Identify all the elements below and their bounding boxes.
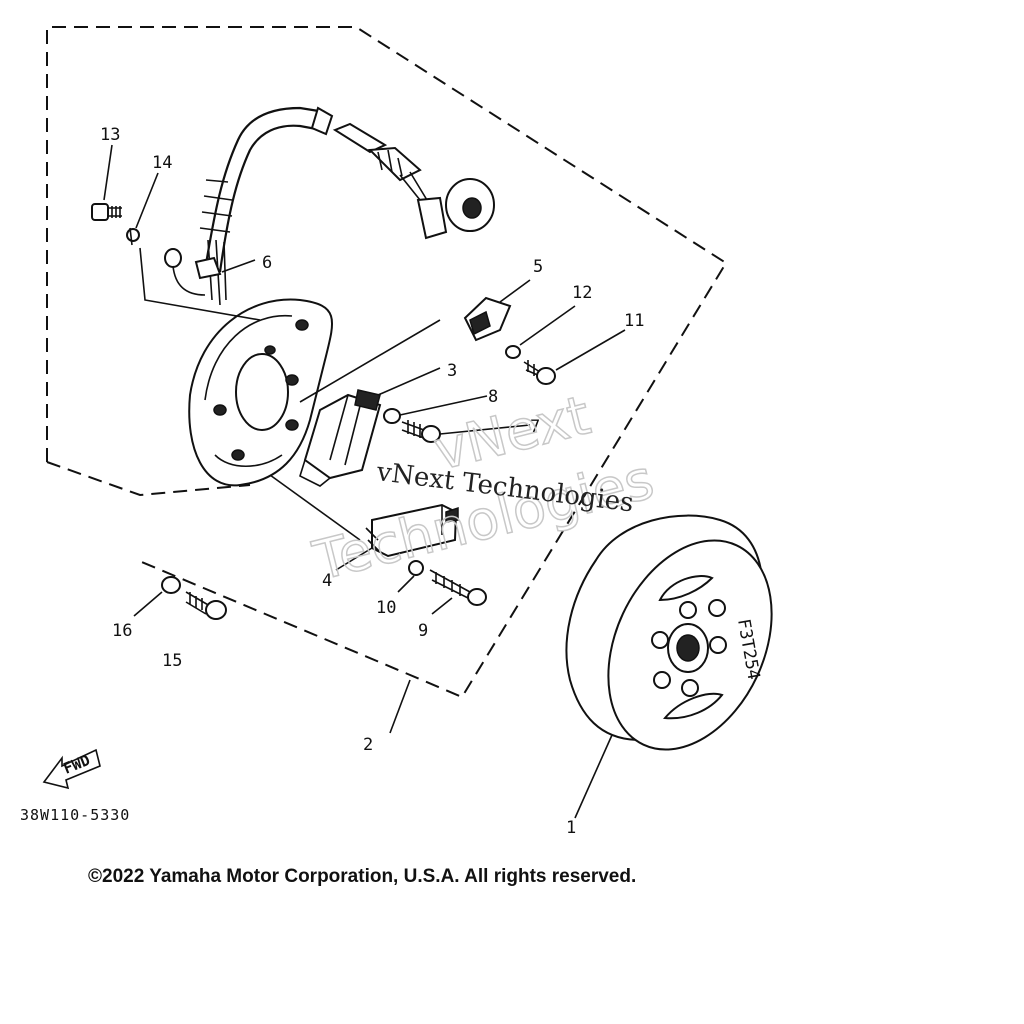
clamp-6 xyxy=(164,248,222,296)
washer-10 xyxy=(408,560,424,576)
part-label-3: 3 xyxy=(447,361,457,381)
part-label-13: 13 xyxy=(100,125,120,145)
part-label-12: 12 xyxy=(572,283,592,303)
part-label-14: 14 xyxy=(152,153,172,173)
part-label-8: 8 xyxy=(488,387,498,407)
part-label-1: 1 xyxy=(566,818,576,838)
lead-wire xyxy=(199,106,334,306)
pickup-coil xyxy=(463,296,512,342)
part-label-11: 11 xyxy=(624,311,644,331)
flywheel-rotor xyxy=(565,514,773,751)
diagram-code: 38W110-5330 xyxy=(20,806,130,824)
part-label-6: 6 xyxy=(262,253,272,273)
washer-8 xyxy=(383,408,401,424)
washer-14 xyxy=(126,228,140,242)
fwd-arrow: FWD xyxy=(42,748,101,790)
copyright-notice: ©2022 Yamaha Motor Corporation, U.S.A. A… xyxy=(88,866,636,887)
part-label-15: 15 xyxy=(162,651,182,671)
part-label-9: 9 xyxy=(418,621,428,641)
part-label-7: 7 xyxy=(530,417,540,437)
part-label-10: 10 xyxy=(376,598,396,618)
coil-4 xyxy=(365,503,459,558)
svg-text:FWD: FWD xyxy=(61,751,93,778)
part-label-5: 5 xyxy=(533,257,543,277)
washer-16 xyxy=(161,576,181,594)
screw-9 xyxy=(429,569,487,606)
part-label-2: 2 xyxy=(363,735,373,755)
part-label-4: 4 xyxy=(322,571,332,591)
screw-11 xyxy=(523,360,556,385)
assembly-boundary-inner xyxy=(46,461,251,497)
bolt-15 xyxy=(185,591,227,620)
part-label-16: 16 xyxy=(112,621,132,641)
screw-13 xyxy=(91,203,122,221)
stator-plate xyxy=(188,298,334,487)
connector xyxy=(332,122,495,240)
washer-12 xyxy=(505,345,521,359)
source-coil xyxy=(299,389,382,487)
leader-lines xyxy=(103,144,626,819)
